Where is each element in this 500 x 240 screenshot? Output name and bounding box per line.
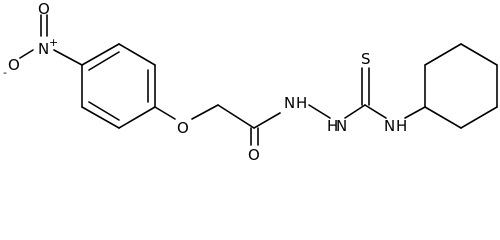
ring2-bond xyxy=(460,43,498,66)
charge-minus: - xyxy=(3,66,7,79)
ring1-bond xyxy=(118,43,156,66)
atom-amine-hydrogen: H xyxy=(396,117,407,135)
ring-to-nitro-bond xyxy=(53,49,83,66)
atom-ether-oxygen: O xyxy=(177,119,189,137)
ring1-double-bond xyxy=(88,101,120,121)
ch2-to-carbonyl-bond xyxy=(217,104,255,129)
atom-labels: N + O O - O O N H H N S N H xyxy=(3,0,407,164)
ring-to-ether-bond xyxy=(154,106,176,120)
atom-hydrazide-hydrogen-1: H xyxy=(296,94,307,112)
thiocarbonyl-to-nh-bond xyxy=(364,104,387,119)
ether-to-ch2-bond xyxy=(191,104,219,120)
ring1-bond xyxy=(81,106,120,129)
atom-amine-nitrogen: N xyxy=(384,117,395,135)
nh-to-nh-bond xyxy=(308,104,331,119)
ring2-bond xyxy=(460,106,498,129)
atom-nitro-oxygen-top: O xyxy=(38,0,50,18)
atom-hydrazide-hydrogen-2: H xyxy=(327,117,338,135)
charge-plus: + xyxy=(49,36,58,49)
bonds xyxy=(19,14,498,146)
nh-to-cyclohexyl-bond xyxy=(404,106,426,119)
carbonyl-to-nh-bond xyxy=(253,112,281,129)
ring2-bond xyxy=(424,43,462,66)
chemical-structure: N + O O - O O N H H N S N H xyxy=(3,0,498,164)
atom-nitro-oxygen-minus: O xyxy=(8,56,20,74)
atom-hydrazide-nitrogen-1: N xyxy=(284,94,295,112)
ring1-bond xyxy=(81,43,120,66)
nitro-single-bond xyxy=(19,49,34,59)
nh-to-thiocarbonyl-bond xyxy=(344,104,366,119)
ring2-bond xyxy=(424,106,462,129)
ring1-bond xyxy=(118,106,156,129)
atom-thione-sulfur: S xyxy=(361,50,371,68)
ring1-double-bond xyxy=(88,51,120,71)
atom-nitro-nitrogen: N xyxy=(38,40,49,58)
atom-carbonyl-oxygen: O xyxy=(248,146,260,164)
atom-hydrazide-nitrogen-2: N xyxy=(336,117,347,135)
